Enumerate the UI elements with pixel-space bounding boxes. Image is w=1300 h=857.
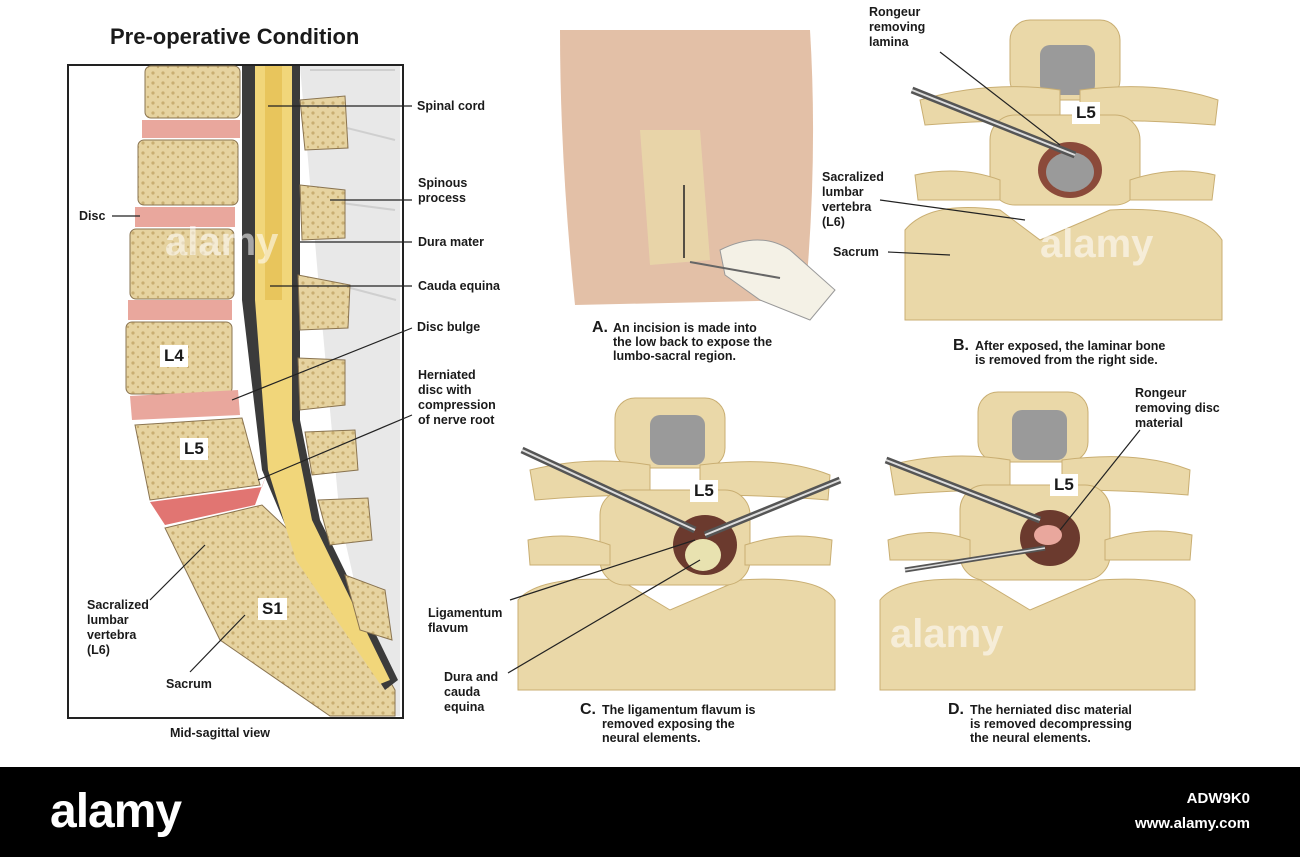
- vertebra-body: [137, 139, 239, 206]
- label-spinous-process: Spinous process: [418, 176, 468, 205]
- watermark: alamy: [890, 612, 1004, 656]
- disc-bulge: [130, 390, 240, 420]
- disc-segment: [142, 120, 240, 138]
- spinous-process: [299, 95, 349, 151]
- label-sacrum-b: Sacrum: [833, 245, 879, 259]
- caption-letter-d: D.: [948, 701, 964, 718]
- caption-a: An incision is made into the low back to…: [613, 321, 773, 363]
- watermark: alamy: [165, 220, 279, 264]
- caption-d: The herniated disc material is removed d…: [970, 703, 1132, 745]
- vertebra-label-l4: L4: [160, 345, 188, 367]
- brand-logo[interactable]: alamy: [50, 785, 182, 838]
- label-sacralized-b: Sacralized lumbar vertebra (L6): [822, 170, 884, 229]
- spinous-process: [317, 497, 373, 546]
- caption-letter-b: B.: [953, 337, 969, 354]
- leader-lines-right: [507, 51, 1141, 674]
- illustration-canvas: [67, 19, 1223, 719]
- label-sacralized-vertebra: Sacralized lumbar vertebra (L6): [87, 598, 149, 657]
- label-sacrum: Sacrum: [166, 677, 212, 691]
- caption-b: After exposed, the laminar bone is remov…: [975, 339, 1166, 367]
- spine-posterior-c: [517, 397, 842, 691]
- label-spinal-cord: Spinal cord: [417, 99, 486, 113]
- label-disc: Disc: [79, 209, 106, 223]
- view-caption: Mid-sagittal view: [170, 726, 271, 740]
- vertebra-label-l5: L5: [180, 438, 208, 460]
- herniated-disc: [150, 470, 268, 525]
- label-ligamentum-flavum: Ligamentum flavum: [428, 606, 503, 635]
- label-rongeur-disc: Rongeur removing disc material: [1135, 386, 1220, 430]
- spine-posterior-b: [904, 19, 1223, 321]
- label-cauda-equina: Cauda equina: [418, 279, 500, 293]
- cauda-equina-bundle: [255, 66, 390, 684]
- vertebra-body: [144, 65, 241, 119]
- footer-bar: [0, 767, 1300, 857]
- vertebra-label-l5-b: L5: [1072, 102, 1100, 124]
- vertebra-body: [129, 228, 235, 300]
- spinous-process: [297, 274, 351, 331]
- label-disc-bulge: Disc bulge: [417, 320, 481, 334]
- caption-c: The ligamentum flavum is removed exposin…: [602, 703, 756, 745]
- caption-letter-a: A.: [592, 319, 608, 336]
- watermark: alamy: [1040, 222, 1154, 266]
- site-url[interactable]: www.alamy.com: [1134, 815, 1250, 832]
- spine-posterior-d: [879, 391, 1196, 691]
- label-dura-cauda: Dura and cauda equina: [444, 670, 499, 714]
- page-title: Pre-operative Condition: [110, 24, 360, 49]
- disc-segment: [128, 300, 232, 320]
- caption-letter-c: C.: [580, 701, 596, 718]
- label-dura-mater: Dura mater: [418, 235, 484, 249]
- label-rongeur-lamina: Rongeur removing lamina: [869, 5, 926, 49]
- sagittal-spine: [125, 65, 400, 717]
- label-herniated-disc: Herniated disc with compression of nerve…: [418, 368, 496, 427]
- vertebra-label-l5-d: L5: [1050, 474, 1078, 496]
- spinous-process: [344, 574, 393, 641]
- leader-lines-left: [112, 105, 413, 673]
- spinous-process: [299, 184, 346, 241]
- spinous-process: [297, 357, 346, 411]
- vertebra-label-s1: S1: [258, 598, 287, 620]
- back-illustration: [560, 30, 836, 321]
- vertebra-label-l5-c: L5: [690, 480, 718, 502]
- image-id: ADW9K0: [1186, 790, 1250, 807]
- disc-segment: [135, 207, 235, 227]
- spinous-process: [304, 429, 359, 476]
